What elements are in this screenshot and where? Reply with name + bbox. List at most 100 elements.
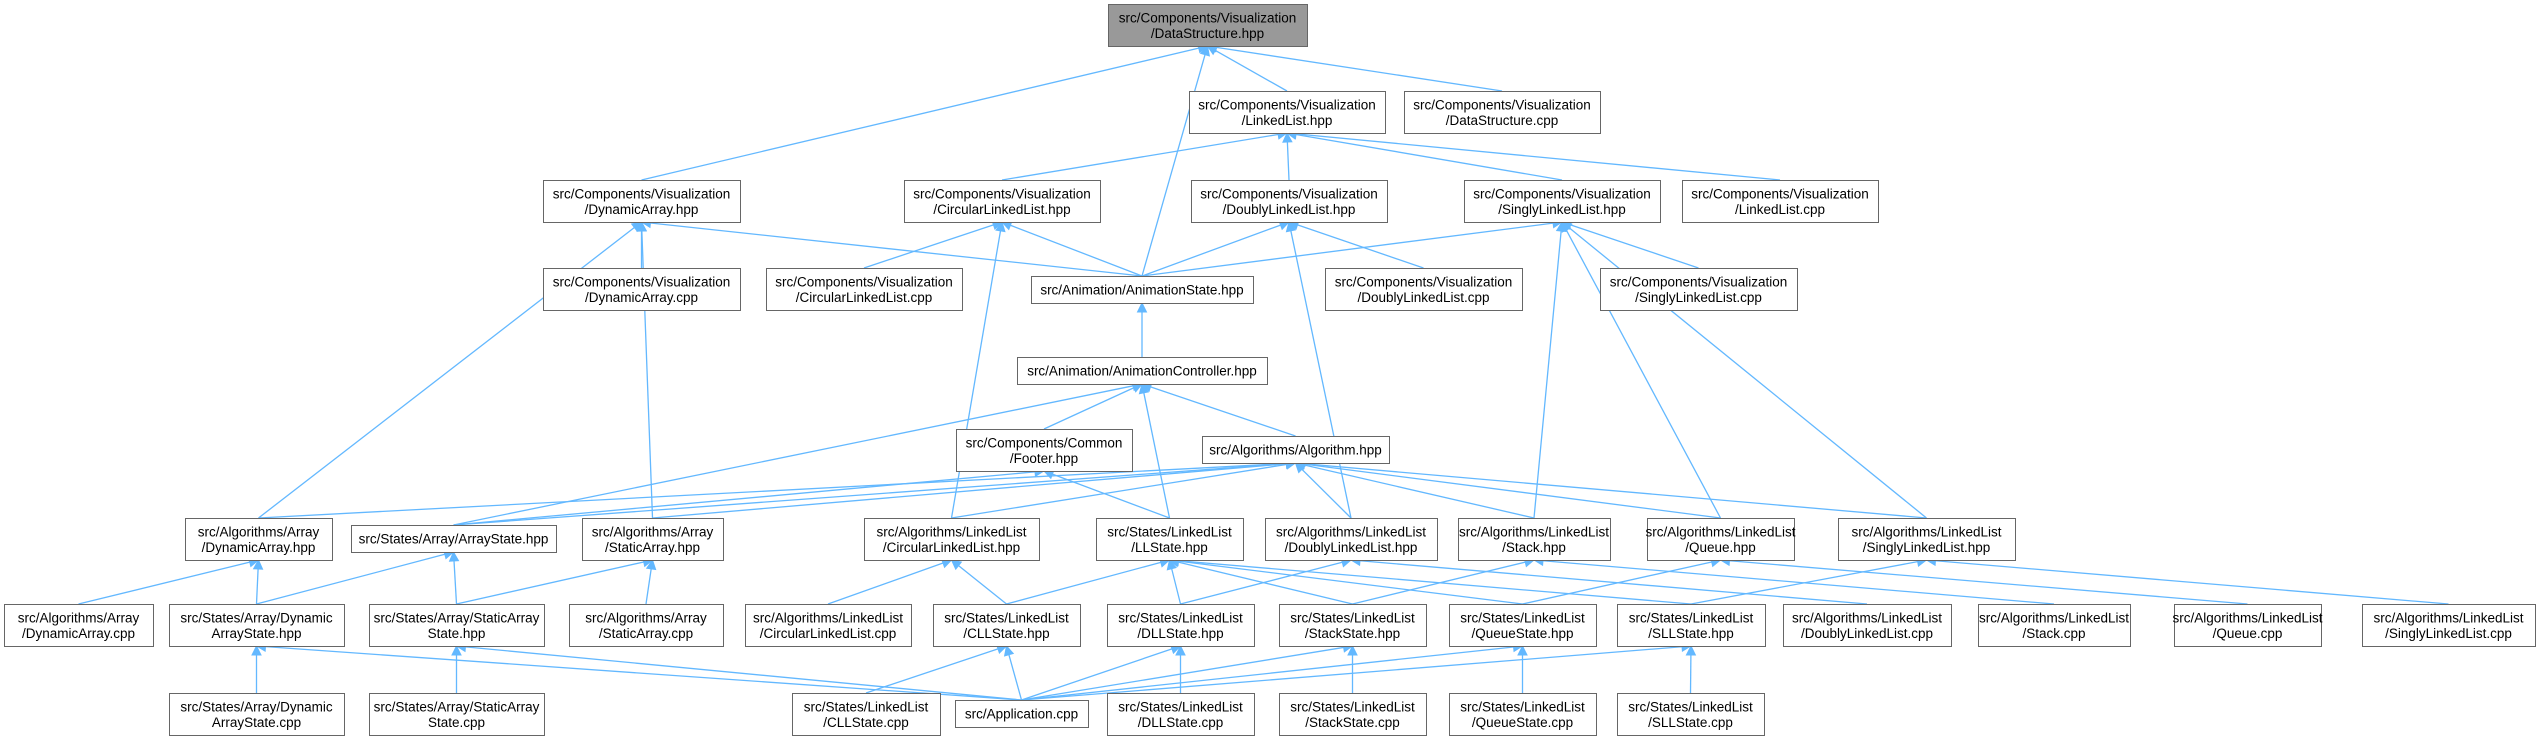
node-src-animation-animationcontroller-hpp[interactable]: src/Animation/AnimationController.hpp [1017, 357, 1268, 385]
edge-line [865, 648, 999, 694]
node-label: src/Application.cpp [965, 707, 1078, 722]
edge-line [1001, 133, 1279, 181]
node-src-states-linkedlist-cllstate-cpp[interactable]: src/States/LinkedList/CLLState.cpp [792, 693, 941, 736]
node-src-components-visualization-doublylinkedlist-hpp[interactable]: src/Components/Visualization/DoublyLinke… [1191, 180, 1388, 223]
node-src-states-linkedlist-cllstate-hpp[interactable]: src/States/LinkedList/CLLState.hpp [933, 604, 1081, 647]
node-src-states-linkedlist-sllstate-hpp[interactable]: src/States/LinkedList/SLLState.hpp [1617, 604, 1766, 647]
node-src-states-linkedlist-queuestate-hpp[interactable]: src/States/LinkedList/QueueState.hpp [1449, 604, 1597, 647]
node-src-states-linkedlist-queuestate-cpp[interactable]: src/States/LinkedList/QueueState.cpp [1449, 693, 1597, 736]
node-label: src/Algorithms/Array [592, 524, 714, 539]
edge-arrowhead [1282, 131, 1293, 143]
node-src-algorithms-linkedlist-circularlinkedlist-hpp[interactable]: src/Algorithms/LinkedList/CircularLinked… [864, 518, 1040, 561]
edge-line [1935, 560, 2449, 605]
node-label: src/Components/Visualization [913, 186, 1091, 201]
node-src-algorithms-linkedlist-doublylinkedlist-cpp[interactable]: src/Algorithms/LinkedList/DoublyLinkedLi… [1783, 604, 1952, 647]
edge-n27-to-n18 [456, 556, 654, 605]
node-label: /CircularLinkedList.cpp [796, 290, 933, 305]
node-box [543, 268, 741, 311]
node-label: src/Algorithms/Algorithm.hpp [1209, 443, 1382, 458]
node-src-states-linkedlist-llstate-hpp[interactable]: src/States/LinkedList/LLState.hpp [1096, 518, 1244, 561]
node-box [933, 604, 1081, 647]
node-src-components-visualization-circularlinkedlist-hpp[interactable]: src/Components/Visualization/CircularLin… [904, 180, 1101, 223]
edge-arrowhead [1685, 644, 1697, 656]
node-box [1464, 180, 1661, 223]
node-src-animation-animationstate-hpp[interactable]: src/Animation/AnimationState.hpp [1031, 276, 1254, 304]
node-src-components-visualization-linkedlist-hpp[interactable]: src/Components/Visualization/LinkedList.… [1189, 91, 1386, 134]
node-box [1838, 518, 2016, 561]
edge-arrowhead [1136, 301, 1148, 313]
node-src-algorithms-linkedlist-circularlinkedlist-cpp[interactable]: src/Algorithms/LinkedList/CircularLinked… [745, 604, 912, 647]
node-box [956, 429, 1133, 472]
node-src-components-visualization-dynamicarray-cpp[interactable]: src/Components/Visualization/DynamicArra… [543, 268, 741, 311]
edge-line [258, 462, 1287, 519]
node-src-components-visualization-singlylinkedlist-cpp[interactable]: src/Components/Visualization/SinglyLinke… [1600, 268, 1798, 311]
edge-n38-to-n24 [1925, 555, 2449, 605]
edge-line [1297, 224, 1424, 269]
edge-n39-to-n26 [251, 644, 262, 693]
node-src-application-cpp[interactable]: src/Application.cpp [955, 700, 1089, 728]
node-src-algorithms-linkedlist-stack-hpp[interactable]: src/Algorithms/LinkedList/Stack.hpp [1458, 518, 1611, 561]
edge-n1-to-n0 [1206, 45, 1288, 92]
node-src-algorithms-array-staticarray-hpp[interactable]: src/Algorithms/Array/StaticArray.hpp [582, 518, 724, 561]
node-src-algorithms-linkedlist-singlylinkedlist-hpp[interactable]: src/Algorithms/LinkedList/SinglyLinkedLi… [1838, 518, 2016, 561]
node-src-states-linkedlist-stackstate-hpp[interactable]: src/States/LinkedList/StackState.hpp [1279, 604, 1427, 647]
node-box [1096, 518, 1244, 561]
edge-arrowhead [1166, 558, 1177, 571]
node-label: src/States/LinkedList [1460, 610, 1585, 625]
node-src-algorithms-linkedlist-queue-cpp[interactable]: src/Algorithms/LinkedList/Queue.cpp [2172, 604, 2323, 647]
node-box [1202, 436, 1390, 464]
edge-n44-to-n32 [1347, 644, 1358, 693]
node-box [1978, 604, 2131, 647]
edge-line [1178, 560, 1692, 605]
node-src-algorithms-algorithm-hpp[interactable]: src/Algorithms/Algorithm.hpp [1202, 436, 1390, 464]
edge-arrowhead [1561, 221, 1573, 233]
edge-n4-to-n1 [1001, 129, 1289, 181]
node-label: src/Algorithms/LinkedList [1792, 610, 1942, 625]
node-box [766, 268, 963, 311]
node-src-components-common-footer-hpp[interactable]: src/Components/Common/Footer.hpp [956, 429, 1133, 472]
node-src-states-linkedlist-dllstate-cpp[interactable]: src/States/LinkedList/DLLState.cpp [1107, 693, 1255, 736]
node-src-components-visualization-doublylinkedlist-cpp[interactable]: src/Components/Visualization/DoublyLinke… [1325, 268, 1523, 311]
node-src-components-visualization-datastructure-hpp[interactable]: src/Components/Visualization/DataStructu… [1108, 4, 1308, 47]
node-box [351, 525, 557, 553]
node-src-components-visualization-dynamicarray-hpp[interactable]: src/Components/Visualization/DynamicArra… [543, 180, 741, 223]
node-src-algorithms-linkedlist-queue-hpp[interactable]: src/Algorithms/LinkedList/Queue.hpp [1645, 518, 1796, 561]
edge-n16-to-n3 [258, 221, 643, 519]
node-src-algorithms-linkedlist-doublylinkedlist-hpp[interactable]: src/Algorithms/LinkedList/DoublyLinkedLi… [1265, 518, 1438, 561]
node-label: /DataStructure.cpp [1446, 113, 1559, 128]
edge-n40-to-n27 [451, 644, 462, 693]
node-src-components-visualization-datastructure-cpp[interactable]: src/Components/Visualization/DataStructu… [1404, 91, 1601, 134]
node-src-algorithms-array-dynamicarray-cpp[interactable]: src/Algorithms/Array/DynamicArray.cpp [4, 604, 154, 647]
node-src-states-linkedlist-dllstate-hpp[interactable]: src/States/LinkedList/DLLState.hpp [1107, 604, 1255, 647]
edge-line [1008, 654, 1023, 701]
edge-n29-to-n19 [827, 558, 953, 605]
node-src-algorithms-linkedlist-singlylinkedlist-cpp[interactable]: src/Algorithms/LinkedList/SinglyLinkedLi… [2362, 604, 2536, 647]
node-box [1600, 268, 1798, 311]
node-src-components-visualization-singlylinkedlist-hpp[interactable]: src/Components/Visualization/SinglyLinke… [1464, 180, 1661, 223]
edge-line [1141, 54, 1206, 277]
node-box [4, 604, 154, 647]
node-label: src/States/Array/Dynamic [180, 699, 333, 714]
node-src-states-linkedlist-sllstate-cpp[interactable]: src/States/LinkedList/SLLState.cpp [1617, 693, 1765, 736]
edge-line [1021, 646, 1344, 701]
node-src-algorithms-array-staticarray-cpp[interactable]: src/Algorithms/Array/StaticArray.cpp [569, 604, 724, 647]
node-src-states-linkedlist-stackstate-cpp[interactable]: src/States/LinkedList/StackState.cpp [1279, 693, 1427, 736]
edge-n42-to-n30 [865, 643, 1008, 694]
edge-line [645, 568, 652, 605]
edge-arrowhead [636, 220, 648, 232]
node-src-components-visualization-circularlinkedlist-cpp[interactable]: src/Components/Visualization/CircularLin… [766, 268, 963, 311]
node-box [1647, 518, 1795, 561]
node-src-algorithms-array-dynamicarray-hpp[interactable]: src/Algorithms/Array/DynamicArray.hpp [185, 518, 333, 561]
node-label: src/Components/Visualization [1335, 274, 1513, 289]
node-src-algorithms-linkedlist-stack-cpp[interactable]: src/Algorithms/LinkedList/Stack.cpp [1978, 604, 2131, 647]
node-src-components-visualization-linkedlist-cpp[interactable]: src/Components/Visualization/LinkedList.… [1682, 180, 1879, 223]
edge-arrowhead [252, 558, 264, 570]
edge-n9-to-n4 [863, 219, 1004, 269]
edge-n41-to-n32 [1021, 642, 1354, 701]
node-src-states-array-arraystate-hpp[interactable]: src/States/Array/ArrayState.hpp [351, 525, 557, 553]
node-label: /CLLState.hpp [963, 626, 1049, 641]
